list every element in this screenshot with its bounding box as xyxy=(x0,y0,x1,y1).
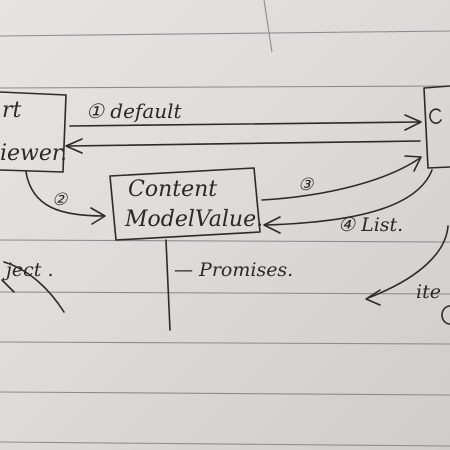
left-box: rt iewer. xyxy=(0,91,67,173)
note-right-text: ite xyxy=(416,281,441,303)
content-box-line-2: ModelValue. xyxy=(124,207,263,232)
divider-lines xyxy=(165,239,171,331)
edge-3: ③ xyxy=(261,155,422,201)
note-promises: — Promises. xyxy=(174,259,293,281)
edge-1-label: ① default xyxy=(86,99,183,123)
edge-4: ④ List. xyxy=(263,169,433,236)
note-object-text: ject . xyxy=(2,259,54,281)
note-promises-text: — Promises. xyxy=(174,259,293,281)
content-box-line-1: Content xyxy=(128,177,217,202)
right-box xyxy=(423,85,450,169)
content-model-value-box: Content ModelValue. xyxy=(109,167,263,241)
edge-1: ① default xyxy=(65,99,422,154)
edge-4-label: ④ List. xyxy=(338,214,403,236)
left-box-line-1: rt xyxy=(2,98,22,123)
edge-2-label: ② xyxy=(52,190,68,210)
left-box-line-2: iewer. xyxy=(0,141,67,166)
note-object: ject . xyxy=(1,259,65,313)
edge-2: ② xyxy=(25,171,106,225)
edge-3-label: ③ xyxy=(298,175,314,195)
note-right: ite xyxy=(365,225,450,325)
